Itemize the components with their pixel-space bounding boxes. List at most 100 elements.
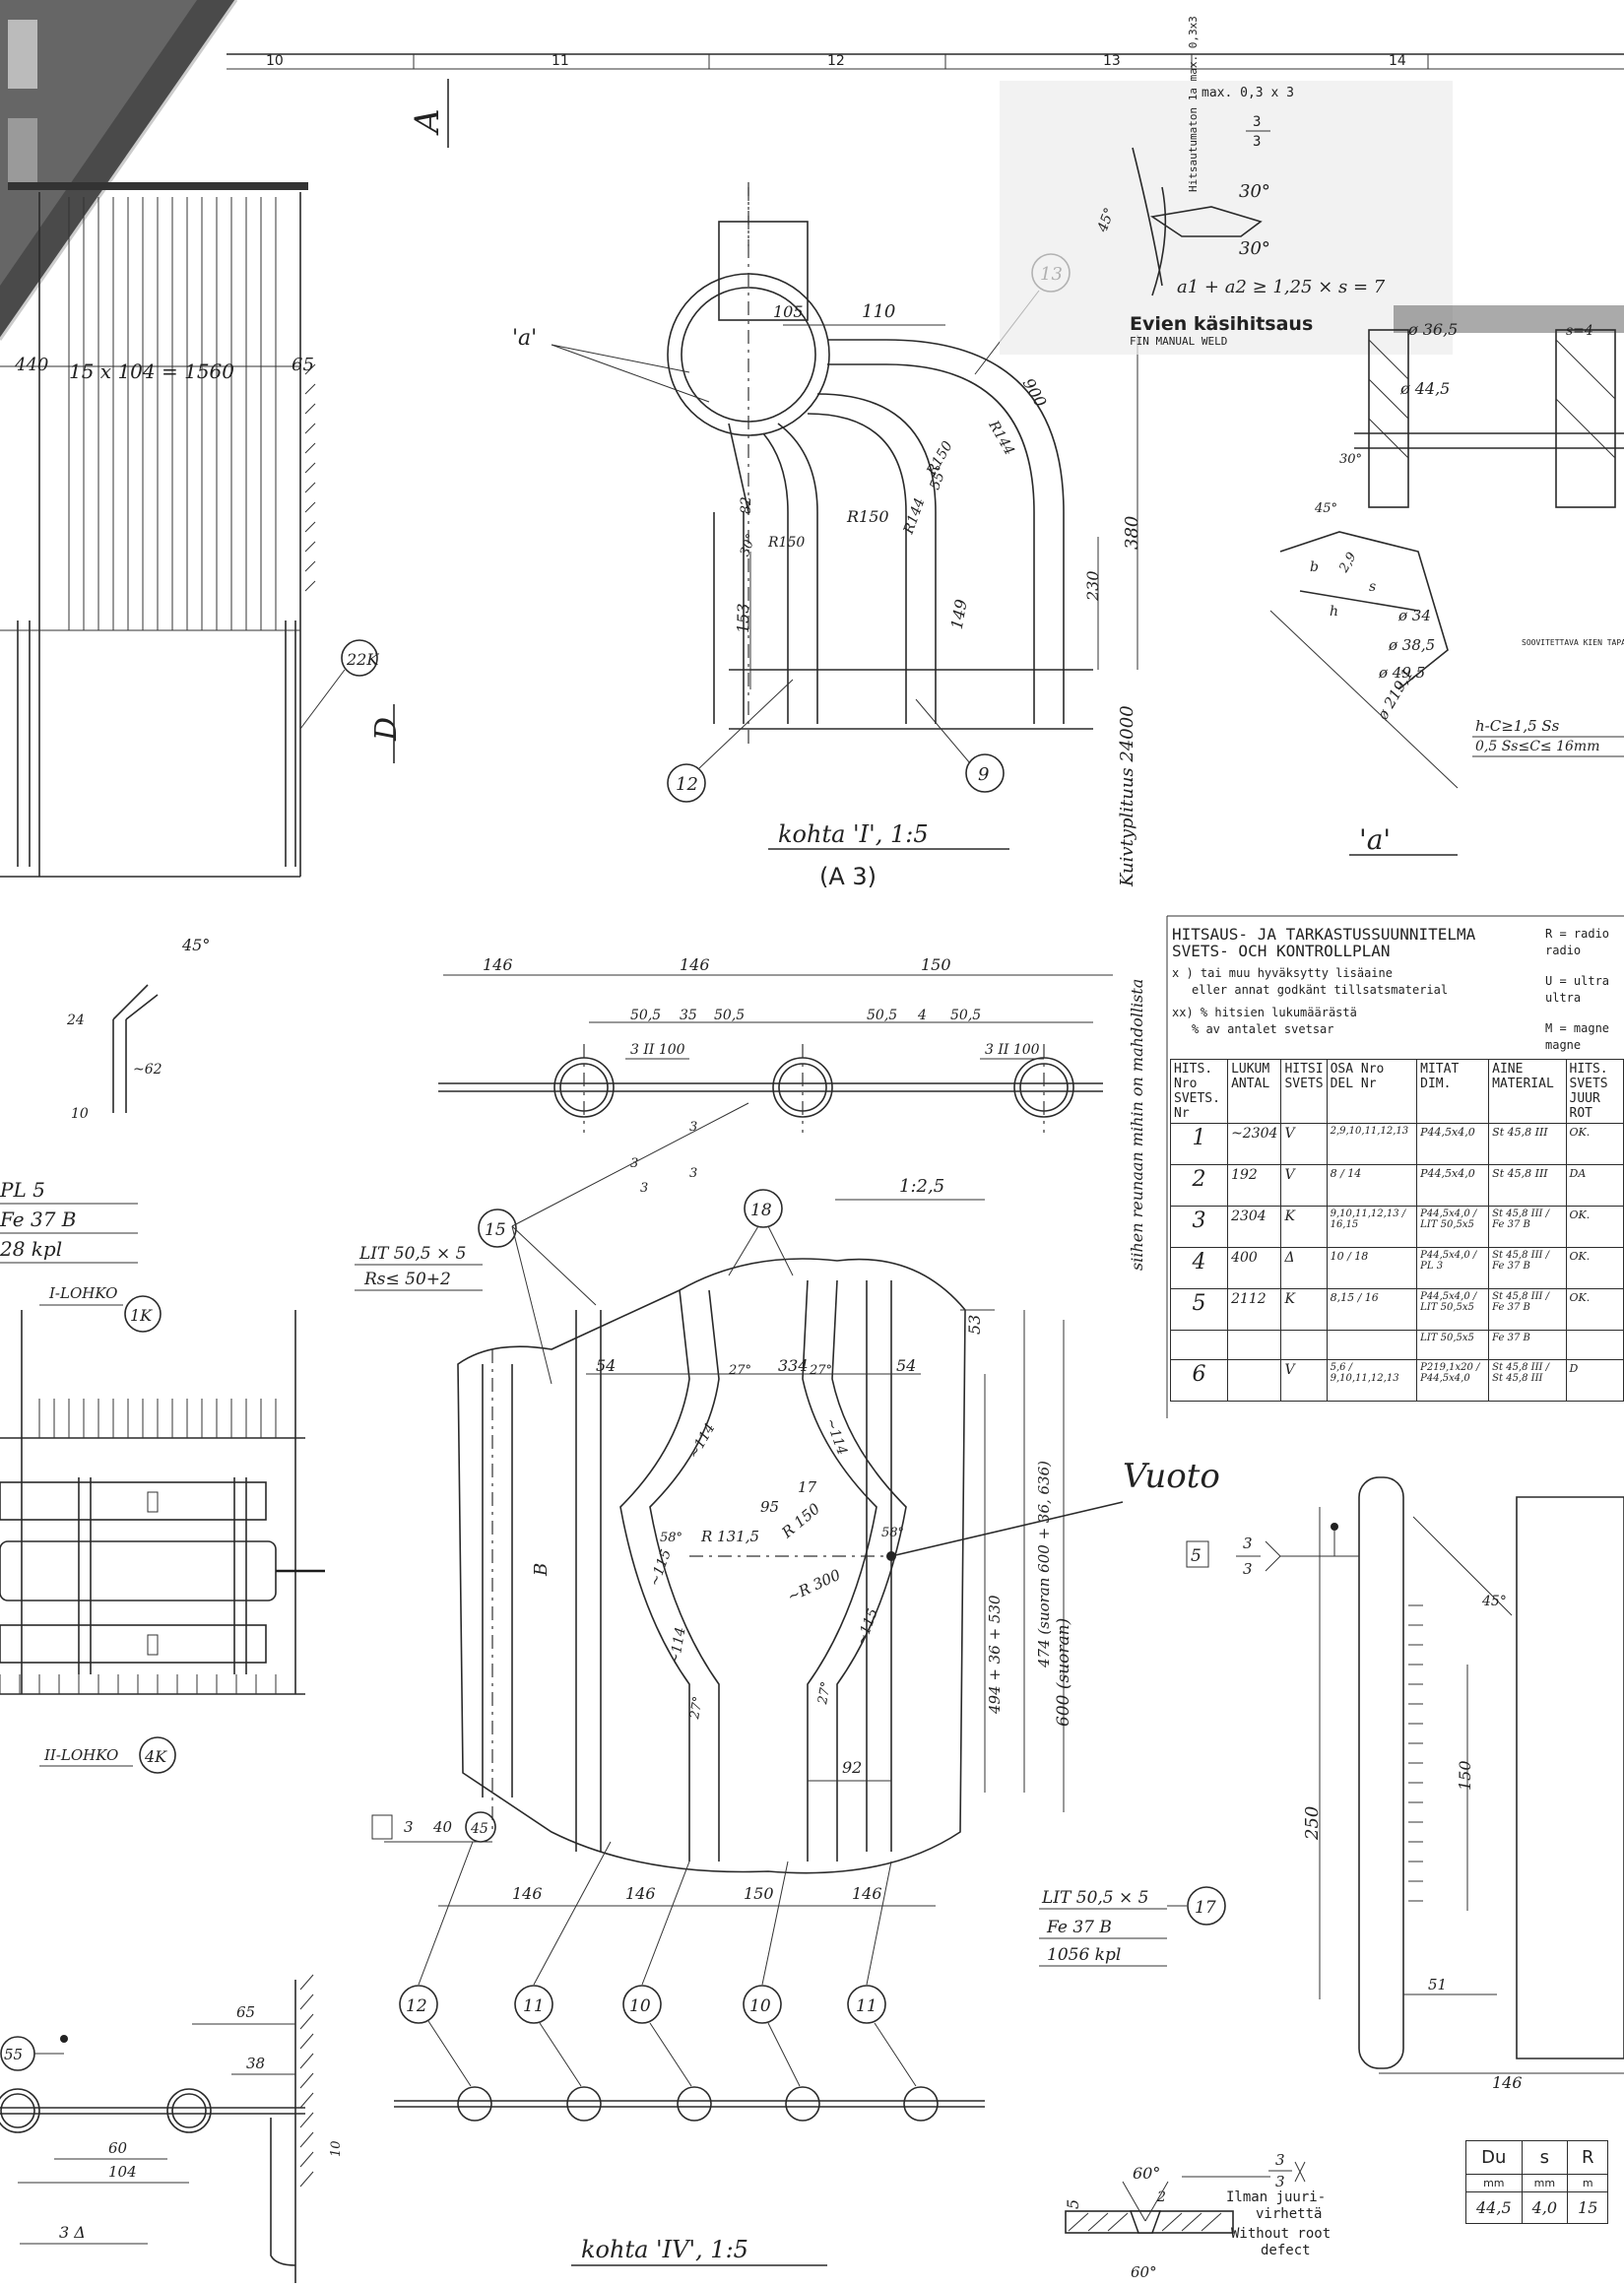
cell-nro: 2 bbox=[1169, 1164, 1229, 1207]
balloon-11: 11 bbox=[856, 1996, 877, 2016]
bottom-left-detail: 55 65 38 60 104 3 Δ 10 bbox=[0, 1974, 344, 2283]
section-a-formula-2: 0,5 Ss≤C≤ 16mm bbox=[1475, 739, 1599, 754]
inner-dim: 27° bbox=[809, 1363, 832, 1378]
value-cell: 15 bbox=[1567, 2191, 1609, 2224]
vertical-dim: 474 (suoran 600 + 36, 636) bbox=[1035, 1461, 1053, 1668]
angle-30: 30° bbox=[1239, 238, 1270, 259]
detail-iv-fin-section: 146 146 150 50,5 35 50,5 50,5 4 50,5 3 I… bbox=[438, 955, 1146, 1271]
plan-note2-fi: xx) % hitsien lukumäärästä bbox=[1172, 1006, 1357, 1019]
unit-cell: mm bbox=[1465, 2174, 1523, 2192]
cell-aine: St 45,8 III / St 45,8 III bbox=[1488, 1359, 1567, 1402]
inner-dim: ~R 300 bbox=[785, 1566, 844, 1606]
dim-149: 149 bbox=[947, 598, 971, 630]
table-row: 6 V 5,6 / 9,10,11,12,13 P219,1x20 / P44,… bbox=[1169, 1359, 1624, 1402]
legend-ultra: U = ultra ultra bbox=[1545, 974, 1610, 1005]
cell-juur: D bbox=[1565, 1359, 1624, 1402]
detail-i-sheet-ref: (A 3) bbox=[819, 863, 877, 890]
weld-max-note: max. 0,3 x 3 bbox=[1202, 86, 1294, 100]
bottom-dim: 150 bbox=[744, 1884, 774, 1903]
weld-frac: 3 bbox=[1243, 1535, 1253, 1552]
weld-formula: a1 + a2 ≥ 1,25 × s = 7 bbox=[1177, 277, 1386, 297]
section-a-drawing: ø 36,5 s=4 ø 44,5 ø 34 ø 38,5 ø 49,5 2,9… bbox=[1269, 305, 1624, 856]
welding-plan-header: HITSAUS- JA TARKASTUSSUUNNITELMA SVETS- … bbox=[1172, 926, 1624, 1054]
weld-size: 5 bbox=[1064, 2199, 1082, 2209]
left-mark: 45 bbox=[470, 1821, 488, 1837]
cell-mitat: LIT 50,5x5 bbox=[1416, 1330, 1490, 1360]
cell-antal bbox=[1227, 1330, 1282, 1360]
cell-osa bbox=[1326, 1330, 1418, 1360]
weld-frac: 3 bbox=[1243, 1560, 1253, 1578]
material-lit: LIT 50,5 × 5 bbox=[358, 1244, 466, 1264]
cell-mitat: P44,5x4,0 / LIT 50,5x5 bbox=[1416, 1288, 1490, 1331]
table-header-row: Du s R bbox=[1465, 2140, 1609, 2175]
cell-juur: OK. bbox=[1565, 1206, 1624, 1248]
cell-antal: 2304 bbox=[1227, 1206, 1282, 1248]
plan-title-fi: HITSAUS- JA TARKASTUSSUUNNITELMA bbox=[1172, 925, 1476, 944]
fin-dim: 4 bbox=[917, 1008, 927, 1023]
cell-typ: Δ bbox=[1280, 1247, 1328, 1289]
cell-nro: 5 bbox=[1169, 1288, 1229, 1331]
material-rs: Rs≤ 50+2 bbox=[363, 1270, 451, 1289]
weld-ref-a: 'a' bbox=[512, 326, 537, 351]
scale-label: 1:2,5 bbox=[899, 1176, 944, 1197]
bottom-weld-detail: 60° 60° 2 5 3 3 Ilman juuri- virhettä Wi… bbox=[1064, 2151, 1331, 2281]
cell-aine: St 45,8 III / Fe 37 B bbox=[1488, 1206, 1567, 1248]
zone-number: 12 bbox=[827, 53, 845, 69]
dim-34: ø 34 bbox=[1397, 607, 1431, 624]
inner-dim: 58° bbox=[881, 1526, 904, 1540]
legend-magne: M = magne magne bbox=[1545, 1021, 1610, 1052]
weld-note-en-2: defect bbox=[1261, 2243, 1311, 2258]
weld-title-en: FIN MANUAL WELD bbox=[1130, 335, 1227, 348]
table-row: 1 ~2304 V 2,9,10,11,12,13 P44,5x4,0 St 4… bbox=[1169, 1123, 1624, 1165]
cell-typ: K bbox=[1280, 1288, 1328, 1331]
dim-38-5: ø 38,5 bbox=[1388, 636, 1435, 654]
dim-146: 146 bbox=[483, 955, 513, 974]
material-lit-17: LIT 50,5 × 5 bbox=[1041, 1888, 1148, 1908]
inner-dim: 95 bbox=[760, 1498, 779, 1516]
view-marker-d: D bbox=[369, 717, 404, 742]
weld-3-delta: 3 Δ bbox=[59, 2223, 86, 2242]
inner-dim: 92 bbox=[842, 1758, 862, 1777]
label-s: s bbox=[1369, 579, 1376, 595]
unit-cell: mm bbox=[1521, 2174, 1569, 2192]
weld-vertical-note: Hitsautumaton 1a max. 0,3x3 bbox=[1187, 16, 1200, 192]
weld-gap: 2 bbox=[1156, 2189, 1166, 2205]
dim-250: 250 bbox=[1302, 1806, 1323, 1841]
value-cell: 4,0 bbox=[1521, 2191, 1569, 2224]
table-row: 3 2304 K 9,10,11,12,13 / 16,15 P44,5x4,0… bbox=[1169, 1206, 1624, 1248]
angle-30: 30° bbox=[738, 532, 759, 558]
left-mark: 40 bbox=[432, 1818, 453, 1836]
weld-frac: 3 bbox=[1275, 2173, 1285, 2190]
cell-juur: OK. bbox=[1565, 1123, 1624, 1165]
cell-antal: 2112 bbox=[1227, 1288, 1282, 1331]
weld-mark: 3 bbox=[689, 1166, 697, 1181]
section-marker-a: A bbox=[408, 79, 449, 148]
section-label-i-lohko: I-LOHKO bbox=[48, 1284, 117, 1302]
cell-juur: OK. bbox=[1565, 1288, 1624, 1331]
table-row: 5 2112 K 8,15 / 16 P44,5x4,0 / LIT 50,5x… bbox=[1169, 1288, 1624, 1331]
leak-label: Vuoto bbox=[1123, 1457, 1220, 1496]
inner-dim: 17 bbox=[798, 1478, 817, 1496]
dim-230: 230 bbox=[1083, 570, 1102, 602]
cell-antal: ~2304 bbox=[1227, 1123, 1282, 1165]
cell-aine: St 45,8 III bbox=[1488, 1123, 1567, 1165]
dim-65: 65 bbox=[236, 2003, 255, 2021]
detail-iv-title: kohta 'IV', 1:5 bbox=[581, 2236, 748, 2263]
top-border: 10 11 12 13 14 bbox=[227, 53, 1624, 70]
col-header-r: R bbox=[1567, 2140, 1609, 2175]
dim-10: 10 bbox=[329, 2140, 344, 2157]
plan-title-sv: SVETS- OCH KONTROLLPLAN bbox=[1172, 942, 1391, 960]
cell-osa: 10 / 18 bbox=[1326, 1247, 1418, 1289]
plan-note2-sv: % av antalet svetsar bbox=[1192, 1022, 1334, 1036]
section-a-note: SOOVITETTAVA KIEN TAPAN KERROSTUKSEEN HU… bbox=[1522, 638, 1624, 647]
section-a-label: 'a' bbox=[1359, 823, 1391, 856]
page-curl bbox=[0, 0, 238, 341]
balloon-17: 17 bbox=[1195, 1898, 1216, 1918]
weld-note-fi-2: virhettä bbox=[1256, 2206, 1322, 2222]
cell-typ: V bbox=[1280, 1164, 1328, 1207]
vertical-dim: 494 + 36 + 530 bbox=[986, 1595, 1004, 1715]
dim-82: 82 bbox=[739, 496, 754, 514]
